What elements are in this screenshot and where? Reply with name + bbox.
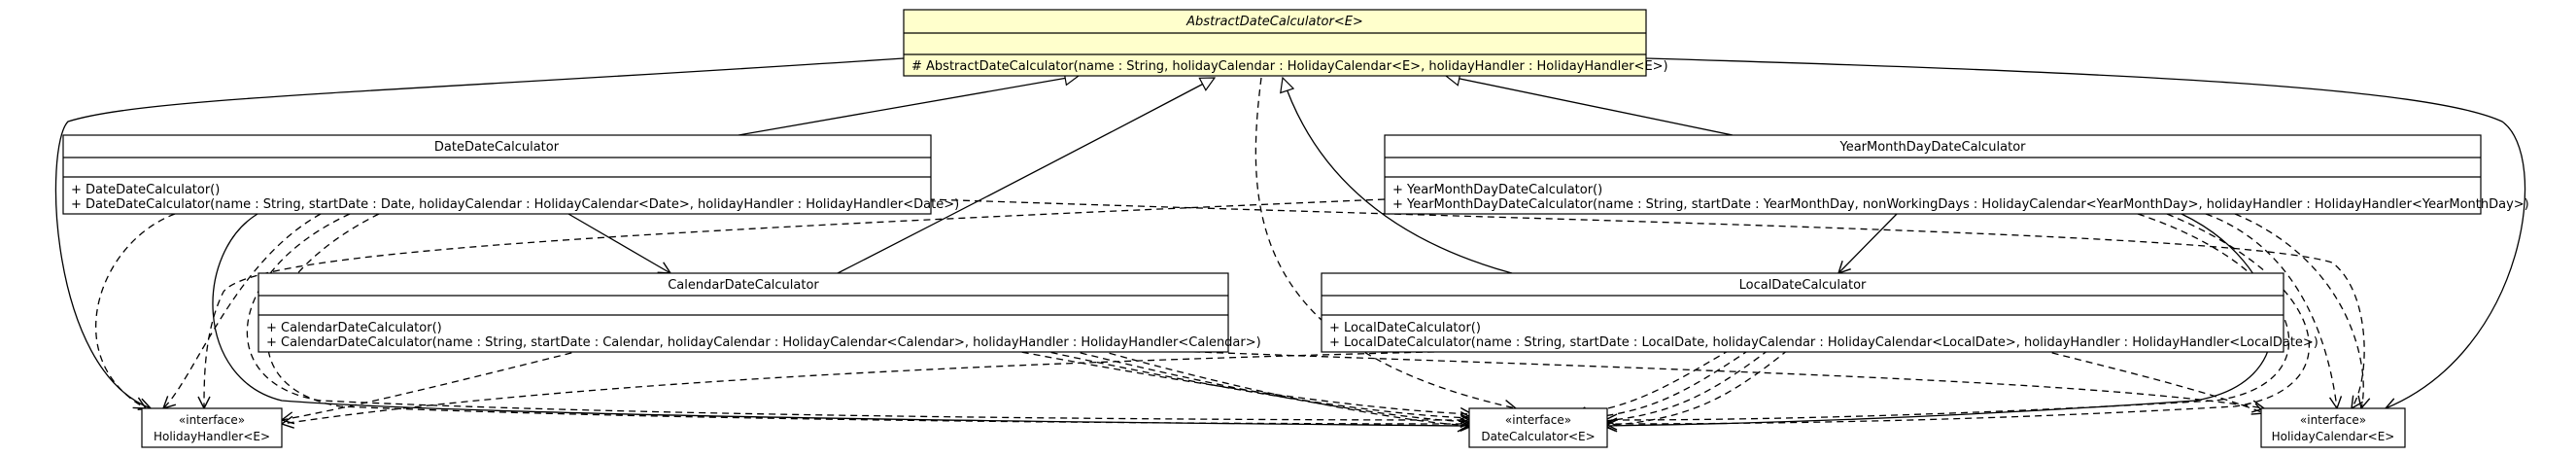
interface-name: HolidayCalendar<E> bbox=[2272, 430, 2395, 443]
calendar-calc-dep-date-calculator-c bbox=[1068, 349, 1472, 422]
interface-stereotype: «interface» bbox=[2300, 413, 2366, 427]
ymd-calc-dep-holiday-calendar-a bbox=[2205, 213, 2337, 408]
class-calendar-date-calculator[interactable]: CalendarDateCalculator + CalendarDateCal… bbox=[258, 272, 1261, 353]
class-operation: + CalendarDateCalculator() bbox=[266, 321, 442, 335]
local-calc-dep-holiday-calendar bbox=[2040, 349, 2264, 413]
date-calc-extends-abstract bbox=[738, 76, 1079, 136]
class-name: AbstractDateCalculator<E> bbox=[1185, 15, 1363, 29]
class-operation: + CalendarDateCalculator(name : String, … bbox=[266, 335, 1261, 350]
class-name: DateDateCalculator bbox=[434, 140, 560, 155]
interface-box bbox=[1468, 407, 1608, 448]
class-operation: + DateDateCalculator() bbox=[71, 183, 220, 197]
abstract-to-holiday-handler bbox=[54, 57, 905, 408]
interface-date-calculator[interactable]: «interface» DateCalculator<E> bbox=[1468, 407, 1608, 448]
class-operation: + LocalDateCalculator(name : String, sta… bbox=[1329, 335, 2318, 350]
class-year-month-day-date-calculator[interactable]: YearMonthDayDateCalculator + YearMonthDa… bbox=[1384, 134, 2529, 215]
class-name: YearMonthDayDateCalculator bbox=[1838, 140, 2026, 155]
abstract-to-holiday-calendar bbox=[1645, 57, 2526, 408]
abstract-dep-date-calculator bbox=[1254, 77, 1516, 408]
ymd-calc-dep-holiday-handler bbox=[204, 198, 1386, 408]
class-operation: + LocalDateCalculator() bbox=[1329, 321, 1481, 335]
interface-name: DateCalculator<E> bbox=[1481, 430, 1595, 443]
calendar-calc-dep-holiday-handler bbox=[282, 349, 584, 420]
class-box bbox=[903, 9, 1647, 77]
class-operation: + DateDateCalculator(name : String, star… bbox=[71, 197, 959, 212]
class-operation: # AbstractDateCalculator(name : String, … bbox=[911, 59, 1668, 74]
ymd-calc-to-local-calc bbox=[1838, 213, 1898, 273]
calendar-calc-dep-date-calculator-b bbox=[1039, 349, 1472, 418]
date-calc-to-calendar-calc bbox=[567, 213, 670, 273]
interface-stereotype: «interface» bbox=[179, 413, 245, 427]
calendar-calc-dep-date-calculator-d bbox=[1097, 349, 1472, 426]
class-operation: + YearMonthDayDateCalculator() bbox=[1392, 183, 1602, 197]
class-box bbox=[1384, 134, 2482, 215]
ymd-calc-dep-holiday-calendar-b bbox=[2234, 213, 2363, 408]
interface-name: HolidayHandler<E> bbox=[154, 430, 270, 443]
interface-box bbox=[2260, 407, 2406, 448]
class-box bbox=[258, 272, 1229, 353]
interface-stereotype: «interface» bbox=[1505, 413, 1571, 427]
class-name: CalendarDateCalculator bbox=[668, 278, 819, 293]
interface-holiday-calendar[interactable]: «interface» HolidayCalendar<E> bbox=[2260, 407, 2406, 448]
dependency-edges bbox=[95, 77, 2365, 426]
calendar-calc-extends-abstract bbox=[837, 78, 1215, 274]
date-calc-dep-holiday-calendar bbox=[927, 198, 2365, 408]
date-calc-dep-date-calculator-b bbox=[266, 213, 1472, 424]
local-calc-dep-holiday-handler bbox=[282, 349, 1517, 424]
interface-holiday-handler[interactable]: «interface» HolidayHandler<E> bbox=[141, 407, 283, 448]
class-box bbox=[62, 134, 932, 215]
calendar-calc-dep-date-calculator-a bbox=[1010, 349, 1472, 414]
generalization-edges bbox=[738, 76, 1734, 274]
class-box bbox=[1321, 272, 2284, 353]
date-calc-dep-holiday-handler-b bbox=[163, 213, 322, 408]
ymd-calc-dep-date-calculator-b bbox=[1605, 213, 2311, 424]
ymd-calc-extends-abstract bbox=[1446, 76, 1734, 136]
calendar-calc-dep-holiday-calendar bbox=[1146, 349, 2264, 408]
interface-box bbox=[141, 407, 283, 448]
local-calc-dep-date-calculator-c bbox=[1594, 349, 1769, 422]
date-calc-dep-holiday-handler-a bbox=[95, 213, 176, 408]
ymd-calc-dep-date-calculator-a bbox=[1605, 213, 2290, 420]
class-name: LocalDateCalculator bbox=[1739, 278, 1867, 293]
class-operation: + YearMonthDayDateCalculator(name : Stri… bbox=[1392, 197, 2529, 212]
class-abstract-date-calculator[interactable]: AbstractDateCalculator<E> # AbstractDate… bbox=[903, 9, 1668, 77]
date-calc-dep-date-calculator-a bbox=[246, 213, 1472, 420]
relationship-lines bbox=[54, 57, 2526, 426]
local-calc-extends-abstract bbox=[1283, 78, 1513, 274]
class-local-date-calculator[interactable]: LocalDateCalculator + LocalDateCalculato… bbox=[1321, 272, 2318, 353]
class-date-date-calculator[interactable]: DateDateCalculator + DateDateCalculator(… bbox=[62, 134, 959, 215]
local-calc-dep-date-calculator-d bbox=[1603, 349, 1789, 426]
